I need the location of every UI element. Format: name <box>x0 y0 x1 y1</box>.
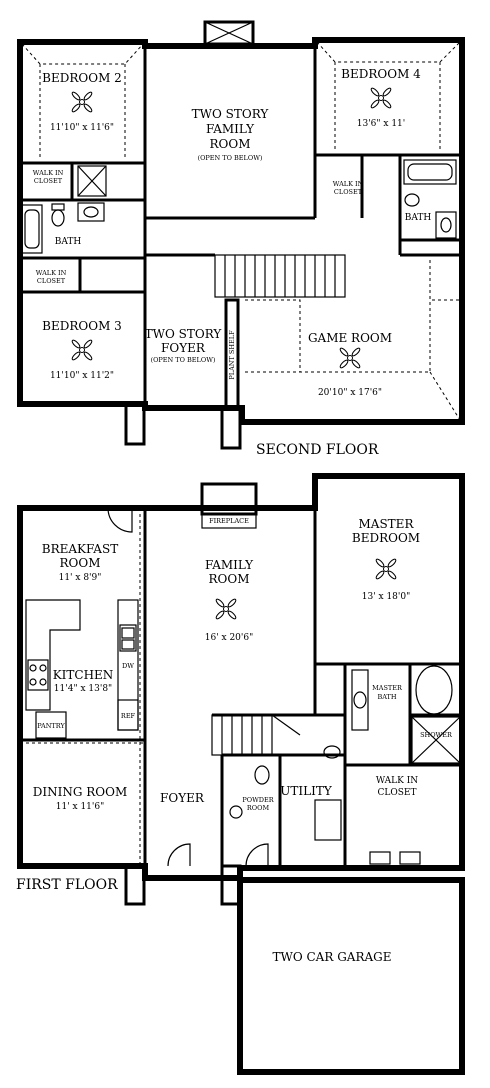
master-bath-line2: BATH <box>377 693 396 701</box>
bedroom4-size: 13'6" x 11' <box>357 119 406 129</box>
breakfast-line2: ROOM <box>60 556 101 570</box>
first-floor-label: FIRST FLOOR <box>16 877 118 893</box>
ceiling-fan-icon <box>71 91 93 113</box>
walkin-closet-left2-line1: WALK IN <box>36 269 67 277</box>
breakfast-size: 11' x 8'9" <box>59 573 102 583</box>
bathtub-icon <box>403 159 457 185</box>
bath-left-name: BATH <box>55 237 82 247</box>
dining-name: DINING ROOM <box>33 785 128 799</box>
kitchen-counters <box>25 599 139 739</box>
bathtub-icon <box>21 204 43 254</box>
walkin-closet-right-line2: CLOSET <box>334 188 363 196</box>
ceiling-fan-icon <box>339 347 361 369</box>
walkin-closet-left-line2: CLOSET <box>34 177 63 185</box>
sink-icon <box>351 669 369 731</box>
door-swing-icon <box>167 843 191 867</box>
foyer2-note: (OPEN TO BELOW) <box>151 356 216 364</box>
walkin-line1: WALK IN <box>376 776 418 786</box>
ceiling-tray-lines <box>21 41 461 421</box>
toilet-icon <box>353 691 367 709</box>
bedroom2-name: BEDROOM 2 <box>42 71 122 85</box>
walkin-closet-right-line1: WALK IN <box>333 180 364 188</box>
sink-icon <box>435 211 457 239</box>
walkin-closet-left2-line2: CLOSET <box>37 277 66 285</box>
game-room-size: 20'10" x 17'6" <box>318 388 382 398</box>
family-line2: ROOM <box>209 572 250 586</box>
powder-line1: POWDER <box>242 796 274 804</box>
ceiling-fan-icon <box>71 339 93 361</box>
second-floor-label: SECOND FLOOR <box>256 442 379 458</box>
master-bath-line1: MASTER <box>372 684 403 692</box>
foyer-name: FOYER <box>160 791 205 805</box>
family-room-line3: ROOM <box>210 137 251 151</box>
toilet-icon <box>254 765 270 785</box>
shower-label: SHOWER <box>420 731 453 739</box>
bath-right-name: BATH <box>405 213 432 223</box>
family-line1: FAMILY <box>205 558 254 572</box>
walkin-closet-left-line1: WALK IN <box>33 169 64 177</box>
staircase-icon <box>214 254 346 298</box>
pantry-label: PANTRY <box>37 722 65 730</box>
bathtub-icon <box>415 665 453 715</box>
foyer2-line2: FOYER <box>161 341 206 355</box>
toilet-icon <box>404 193 420 207</box>
stove-icon <box>27 659 49 691</box>
family-size: 16' x 20'6" <box>205 633 254 643</box>
walkin-line2: CLOSET <box>378 788 417 798</box>
toilet-icon <box>51 203 65 227</box>
family-room-line1: TWO STORY <box>192 107 270 121</box>
fireplace-label: FIREPLACE <box>209 517 249 525</box>
master-line1: MASTER <box>359 517 415 531</box>
powder-line2: ROOM <box>247 804 270 812</box>
ceiling-fan-icon <box>375 558 397 580</box>
bedroom3-size: 11'10" x 11'2" <box>50 371 114 381</box>
breakfast-line1: BREAKFAST <box>42 542 118 556</box>
ceiling-fan-icon <box>215 598 237 620</box>
refrigerator-label: REF <box>121 712 136 720</box>
door-swing-icon <box>245 843 269 867</box>
staircase-icon <box>211 714 301 756</box>
game-room-name: GAME ROOM <box>308 331 392 345</box>
garage-name: TWO CAR GARAGE <box>273 950 392 964</box>
bedroom2-size: 11'10" x 11'6" <box>50 123 114 133</box>
plant-shelf-label: PLANT SHELF <box>228 330 236 380</box>
toilet-icon <box>323 745 341 759</box>
sink-icon <box>77 202 105 222</box>
bedroom3-name: BEDROOM 3 <box>42 319 122 333</box>
family-room-line2: FAMILY <box>206 122 255 136</box>
dishwasher-label: DW <box>122 662 134 670</box>
family-room-note: (OPEN TO BELOW) <box>198 154 263 162</box>
bedroom4-name: BEDROOM 4 <box>341 67 421 81</box>
kitchen-name: KITCHEN <box>53 668 114 682</box>
second-floor-walls <box>17 20 465 450</box>
utility-name: UTILITY <box>280 784 333 798</box>
master-line2: BEDROOM <box>352 531 420 545</box>
sink-icon <box>119 624 137 652</box>
master-size: 13' x 18'0" <box>362 592 411 602</box>
kitchen-size: 11'4" x 13'8" <box>54 684 112 694</box>
door-swing-icon <box>107 507 133 533</box>
sink-icon <box>229 805 243 819</box>
dining-size: 11' x 11'6" <box>56 802 105 812</box>
ceiling-fan-icon <box>370 87 392 109</box>
foyer2-line1: TWO STORY <box>145 327 223 341</box>
